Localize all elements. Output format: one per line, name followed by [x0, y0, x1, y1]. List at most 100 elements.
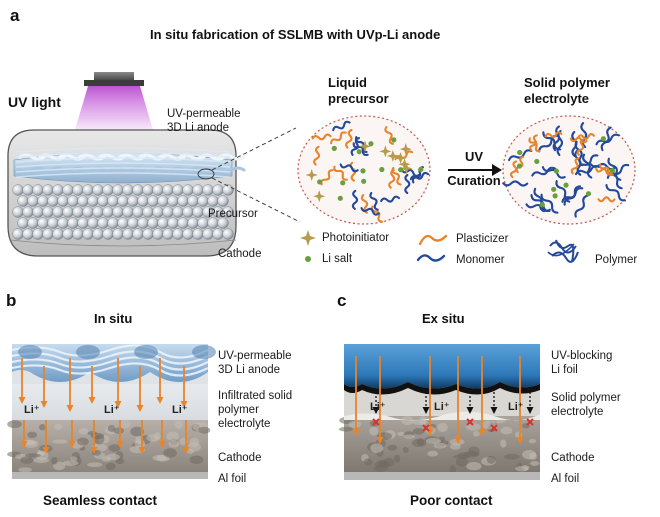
- polymer-chain: [571, 130, 578, 158]
- cathode-grain: [412, 428, 425, 435]
- cathode-grain: [370, 443, 384, 453]
- cathode-grain: [18, 467, 32, 473]
- photoinitiator-particle: [359, 140, 372, 153]
- electrolyte-label-b-line1: Infiltrated solid: [218, 390, 293, 402]
- cathode-grain: [374, 460, 391, 469]
- li-ion-arrow-head: [376, 437, 384, 444]
- anode-label-b: UV-permeable 3D Li anode: [218, 349, 292, 377]
- cathode-grain: [152, 454, 168, 461]
- cathode-grain: [412, 419, 428, 426]
- li-salt-particle: [539, 202, 545, 208]
- li-ion-arrow-head: [18, 397, 26, 404]
- li-ion-arrow-head: [40, 401, 48, 408]
- anode-node: [192, 345, 216, 359]
- cathode-grain: [515, 465, 529, 472]
- cathode-particle: [222, 206, 234, 218]
- plasticizer-icon: [418, 234, 448, 246]
- monomer-molecule: [332, 120, 351, 132]
- cathode-grain: [7, 420, 22, 429]
- uv-curation-label: UV Curation: [446, 148, 502, 196]
- cathode-grain: [503, 453, 520, 460]
- anode-node: [134, 345, 158, 359]
- panel-b-title: In situ: [94, 311, 133, 326]
- photoinitiator-particle: [379, 145, 392, 158]
- caption-c: Poor contact: [410, 493, 493, 508]
- monomer-icon: [416, 254, 446, 262]
- solid-polymer-network: [502, 122, 630, 218]
- cathode-grain: [52, 439, 68, 444]
- cathode-particle: [222, 228, 234, 240]
- plasticizer-molecule: [313, 145, 321, 166]
- blocked-ion-head: [466, 407, 474, 414]
- panel-b-letter: b: [6, 291, 17, 310]
- anode-label-b-line1: UV-permeable: [218, 350, 292, 362]
- cathode-particle: [222, 184, 234, 196]
- li-salt-particle: [340, 180, 346, 186]
- plasticizer-molecule: [345, 128, 353, 149]
- plasticizer-molecule: [388, 168, 396, 189]
- li-ion-arrow-head: [516, 437, 524, 444]
- cathode-grain: [369, 426, 379, 436]
- li-salt-particle: [418, 166, 424, 172]
- cathode-grain: [20, 456, 34, 464]
- cathode-grain: [468, 446, 480, 457]
- polymer-chain: [552, 125, 561, 152]
- polymer-chain: [607, 157, 622, 181]
- liquid-precursor-title: Liquid precursor: [328, 75, 389, 107]
- anode-label-a-line1: UV-permeable: [167, 108, 241, 120]
- plasticizer-molecule: [391, 166, 402, 186]
- li-ion-arrow-head: [180, 401, 188, 408]
- li-ion-arrow-head: [88, 397, 96, 404]
- cathode-grain: [163, 448, 177, 458]
- cathode-label-c: Cathode: [551, 452, 595, 464]
- plasticizer-molecule: [576, 138, 585, 156]
- anode-fiber: [11, 362, 209, 377]
- anode-label-c-line2: Li foil: [551, 364, 578, 376]
- anode-fiber: [18, 153, 46, 161]
- li-salt-particle: [585, 191, 592, 197]
- cathode-grain: [51, 457, 58, 465]
- li-salt-particle: [552, 193, 558, 199]
- anode-fiber: [15, 147, 231, 153]
- monomer-molecule: [409, 171, 430, 181]
- cathode-grain: [528, 438, 536, 444]
- cathode-grain: [168, 440, 180, 448]
- li-ion-arrow-head: [68, 441, 76, 448]
- cathode-grain: [105, 462, 116, 471]
- cathode-grain: [403, 434, 415, 439]
- polymer-chain: [502, 180, 529, 187]
- cathode-grain: [146, 434, 160, 442]
- cathode-grain: [33, 457, 49, 464]
- li-salt-particle: [600, 136, 606, 142]
- solid-polymer-line2: electrolyte: [524, 91, 590, 106]
- anode-fiber: [15, 152, 231, 158]
- polymer-chain: [531, 166, 557, 177]
- polymer-chain: [600, 126, 612, 152]
- anode-fiber: [15, 162, 231, 168]
- li-ion-c-2: Li⁺: [434, 401, 450, 413]
- li-ion-arrow-head: [42, 447, 50, 454]
- liquid-precursor-molecules: [305, 120, 430, 223]
- li-salt-particle: [331, 145, 337, 151]
- cathode-grain: [54, 423, 63, 430]
- anode-fiber: [11, 356, 209, 371]
- anode-label-a-line2: 3D Li anode: [167, 122, 230, 134]
- li-salt-particle: [398, 167, 404, 173]
- cathode-grain: [105, 453, 120, 461]
- anode-label-c-line1: UV-blocking: [551, 350, 613, 362]
- plasticizer-molecule: [384, 126, 394, 145]
- cathode-grain: [94, 434, 105, 445]
- cathode-grain: [387, 444, 398, 451]
- li-salt-particle: [356, 149, 362, 155]
- cathode-grain: [500, 439, 507, 448]
- blocked-ion-head: [422, 407, 430, 414]
- cathode-grain: [348, 420, 361, 428]
- cathode-grain: [130, 426, 145, 437]
- cathode-grain: [77, 437, 89, 446]
- plasticizer-molecule: [570, 157, 580, 175]
- li-salt-particle: [609, 168, 616, 174]
- anode-fiber: [15, 157, 231, 163]
- anode-label-b-line2: 3D Li anode: [218, 364, 281, 376]
- li-ion-b-3: Li⁺: [172, 404, 188, 416]
